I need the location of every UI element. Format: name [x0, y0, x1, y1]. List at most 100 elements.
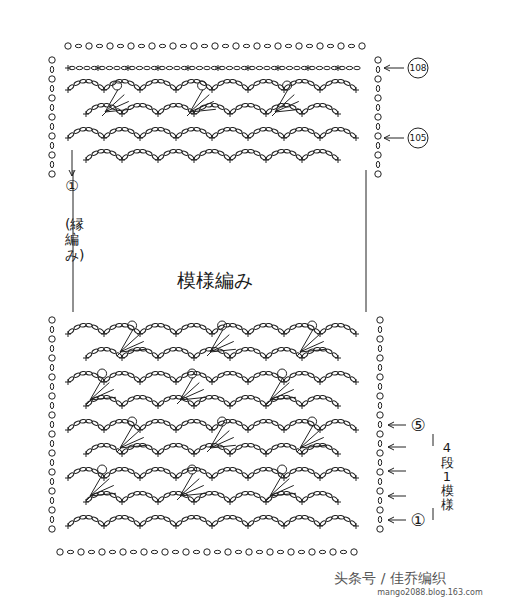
chain-stitch — [266, 515, 273, 519]
chain-stitch — [163, 372, 170, 378]
chain-stitch — [91, 324, 98, 330]
chain-stitch — [253, 348, 260, 354]
chain-stitch — [181, 104, 188, 110]
single-crochet — [119, 111, 125, 117]
chain-stitch — [302, 79, 309, 83]
single-crochet — [173, 379, 179, 385]
chain-stitch — [50, 326, 53, 332]
chain-stitch — [176, 347, 183, 351]
double-crochet — [190, 95, 209, 112]
picot — [233, 43, 239, 49]
stitch-mark — [177, 494, 183, 500]
picot — [338, 43, 344, 49]
chain-stitch — [163, 420, 170, 426]
chain-stitch — [158, 515, 165, 519]
picot — [49, 336, 55, 342]
chain-stitch — [235, 550, 241, 553]
chain-stitch — [199, 324, 206, 330]
chain-stitch — [163, 468, 170, 474]
popcorn-stitch — [308, 417, 317, 426]
popcorn-stitch — [278, 465, 287, 474]
single-crochet — [245, 87, 251, 93]
chain-stitch — [50, 66, 53, 72]
double-crochet — [270, 383, 289, 400]
single-crochet — [353, 523, 359, 529]
chain-stitch — [338, 515, 345, 519]
chain-stitch — [158, 323, 165, 327]
stitch-mark — [117, 350, 123, 356]
chain-stitch — [174, 66, 180, 69]
chain-stitch — [378, 402, 381, 408]
single-crochet — [215, 65, 221, 71]
chain-stitch — [50, 85, 53, 91]
single-crochet — [125, 65, 131, 71]
chain-stitch — [320, 149, 327, 153]
chain-stitch — [88, 550, 94, 553]
chain-stitch — [248, 491, 255, 495]
picot — [128, 43, 134, 49]
chain-stitch — [256, 550, 262, 553]
chain-stitch — [376, 161, 379, 167]
chain-stitch — [86, 515, 93, 519]
picot — [375, 76, 381, 82]
chain-stitch — [302, 127, 309, 131]
chain-stitch — [144, 66, 150, 69]
chain-stitch — [158, 467, 165, 471]
picot — [377, 526, 383, 532]
picot — [375, 152, 381, 158]
chain-stitch — [253, 396, 260, 402]
single-crochet — [299, 157, 305, 163]
chain-stitch — [50, 161, 53, 167]
picot — [49, 488, 55, 494]
chain-stitch — [248, 395, 255, 399]
single-crochet — [335, 65, 341, 71]
chain-stitch — [325, 492, 332, 498]
double-crochet — [120, 445, 146, 448]
picot — [120, 549, 126, 555]
single-crochet — [305, 65, 311, 71]
picot — [377, 431, 383, 437]
chain-stitch — [289, 444, 296, 450]
picot — [377, 450, 383, 456]
double-crochet — [275, 95, 294, 112]
row-arrow — [384, 65, 404, 71]
chain-stitch — [253, 104, 260, 110]
double-crochet — [300, 445, 326, 448]
chain-stitch — [286, 66, 292, 69]
chain-stitch — [306, 44, 312, 47]
stitch-mark — [117, 446, 123, 452]
chain-stitch — [271, 420, 278, 426]
double-crochet — [180, 397, 206, 400]
single-crochet — [299, 499, 305, 505]
picot — [377, 336, 383, 342]
single-crochet — [263, 403, 269, 409]
chain-stitch — [343, 372, 350, 378]
picot — [49, 114, 55, 120]
single-crochet — [209, 135, 215, 141]
stitch-mark — [187, 110, 193, 116]
single-crochet — [335, 451, 341, 457]
chain-stitch — [307, 468, 314, 474]
chain-stitch — [86, 127, 93, 131]
picot — [359, 43, 365, 49]
chain-stitch — [302, 371, 309, 375]
double-crochet — [90, 493, 116, 496]
stitch-mark — [177, 398, 183, 404]
picot — [49, 469, 55, 475]
single-crochet — [245, 475, 251, 481]
double-crochet — [300, 349, 326, 352]
chain-stitch — [122, 515, 129, 519]
chain-stitch — [163, 80, 170, 86]
chain-stitch — [50, 345, 53, 351]
picot — [49, 412, 55, 418]
chain-stitch — [298, 550, 304, 553]
chain-stitch — [122, 79, 129, 83]
single-crochet — [83, 111, 89, 117]
single-crochet — [65, 523, 71, 529]
chain-stitch — [50, 440, 53, 446]
chain-stitch — [127, 516, 134, 522]
omitted-section-edge — [73, 170, 366, 312]
row-number: ① — [410, 512, 425, 529]
edging-note: (縁編み) — [65, 217, 79, 263]
